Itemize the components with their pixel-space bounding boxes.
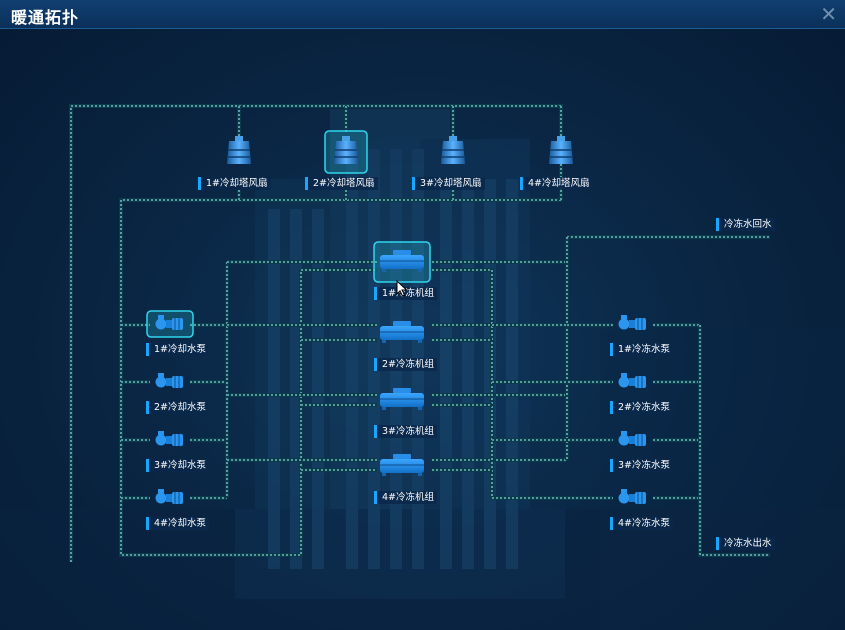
cooling-pump-label: 4#冷却水泵 bbox=[146, 517, 210, 530]
chiller-icon bbox=[380, 454, 424, 476]
chiller-3[interactable] bbox=[380, 388, 424, 410]
chilled-water-return-label: 冷冻水回水 bbox=[716, 218, 775, 231]
pump-icon bbox=[155, 431, 183, 446]
pump-icon bbox=[618, 431, 646, 446]
cooling-pump-label: 3#冷却水泵 bbox=[146, 459, 210, 472]
pump-icon bbox=[618, 315, 646, 330]
cooling-tower-label: 2#冷却塔风扇 bbox=[305, 177, 378, 190]
background-building bbox=[0, 109, 845, 630]
pump-icon bbox=[155, 489, 183, 504]
pump-icon bbox=[155, 315, 183, 330]
cooling-tower-label: 1#冷却塔风扇 bbox=[198, 177, 271, 190]
cooling-pump-label: 2#冷却水泵 bbox=[146, 401, 210, 414]
close-icon[interactable]: ✕ bbox=[820, 2, 837, 26]
chiller-label: 1#冷冻机组 bbox=[374, 287, 438, 300]
cooling-tower-icon bbox=[227, 136, 251, 164]
cooling-pump-4[interactable] bbox=[155, 489, 184, 504]
pipe-flow bbox=[432, 269, 493, 498]
chiller-4[interactable] bbox=[380, 454, 424, 476]
cooling-pump-label: 1#冷却水泵 bbox=[146, 343, 210, 356]
chiller-1[interactable] bbox=[373, 241, 431, 283]
chilled-pump-label: 1#冷冻水泵 bbox=[610, 343, 674, 356]
chilled-pump-4[interactable] bbox=[618, 489, 647, 504]
cooling-tower-1[interactable] bbox=[227, 136, 251, 164]
cooling-tower-2[interactable] bbox=[324, 130, 368, 174]
title-bar: 暖通拓扑 ✕ bbox=[0, 0, 845, 29]
topology-canvas bbox=[0, 104, 845, 630]
cooling-tower-3[interactable] bbox=[441, 136, 465, 164]
chilled-pump-label: 3#冷冻水泵 bbox=[610, 459, 674, 472]
cooling-tower-icon bbox=[549, 136, 573, 164]
chilled-pump-3[interactable] bbox=[618, 431, 647, 446]
chiller-icon bbox=[380, 388, 424, 410]
cooling-tower-label: 4#冷却塔风扇 bbox=[520, 177, 593, 190]
chilled-pump-2[interactable] bbox=[618, 373, 647, 388]
mouse-pointer-icon bbox=[396, 279, 408, 301]
chiller-icon bbox=[380, 321, 424, 343]
chiller-2[interactable] bbox=[380, 321, 424, 343]
cooling-tower-4[interactable] bbox=[549, 136, 573, 164]
cooling-pump-2[interactable] bbox=[155, 373, 184, 388]
pump-icon bbox=[618, 489, 646, 504]
chilled-pump-label: 4#冷冻水泵 bbox=[610, 517, 674, 530]
chilled-pump-1[interactable] bbox=[618, 315, 647, 330]
chilled-pump-label: 2#冷冻水泵 bbox=[610, 401, 674, 414]
pipe-flow bbox=[699, 325, 770, 556]
cooling-tower-label: 3#冷却塔风扇 bbox=[412, 177, 485, 190]
window-title: 暖通拓扑 bbox=[11, 8, 80, 27]
cooling-pump-3[interactable] bbox=[155, 431, 184, 446]
cooling-tower-icon bbox=[334, 136, 358, 164]
chiller-icon bbox=[380, 250, 424, 272]
chiller-label: 2#冷冻机组 bbox=[374, 358, 438, 371]
cooling-tower-icon bbox=[441, 136, 465, 164]
pipe-network bbox=[69, 104, 770, 562]
cooling-pump-1[interactable] bbox=[146, 310, 194, 338]
chiller-label: 4#冷冻机组 bbox=[374, 491, 438, 504]
chilled-water-supply-label: 冷冻水出水 bbox=[716, 537, 775, 550]
pump-icon bbox=[618, 373, 646, 388]
pump-icon bbox=[155, 373, 183, 388]
pipe-flow bbox=[70, 105, 562, 562]
chiller-label: 3#冷冻机组 bbox=[374, 425, 438, 438]
